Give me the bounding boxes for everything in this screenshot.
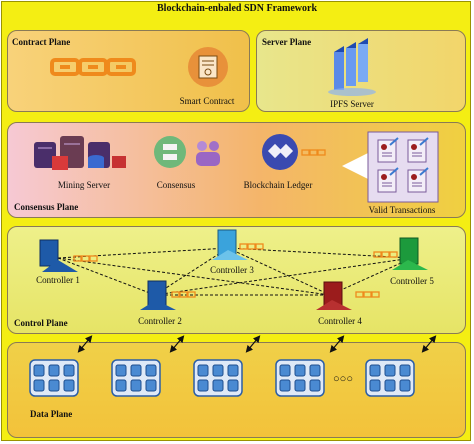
- diagram-title: Blockchain-enbaled SDN Framework: [157, 3, 317, 14]
- controller-5-label: Controller 5: [390, 276, 434, 286]
- consensus-label: Consensus: [156, 180, 196, 190]
- control-plane-panel: [7, 226, 466, 334]
- mining-server-label: Mining Server: [57, 180, 111, 190]
- valid-transactions-label: Valid Transactions: [368, 205, 436, 215]
- switch-3: [193, 359, 243, 397]
- blockchain-ledger-icon: [262, 134, 326, 170]
- smart-contract-icon: [188, 47, 228, 87]
- valid-transactions-icon: [342, 131, 439, 203]
- controller-3-label: Controller 3: [210, 265, 254, 275]
- controller-1-icon: [39, 239, 98, 272]
- mining-server-icon: [34, 136, 126, 170]
- data-plane-label: Data Plane: [30, 409, 73, 419]
- consensus-plane-label: Consensus Plane: [14, 202, 79, 212]
- controller-2-icon: [140, 280, 196, 310]
- smart-contract-label: Smart Contract: [179, 96, 235, 106]
- server-plane-label: Server Plane: [262, 37, 312, 47]
- switch-2: [111, 359, 161, 397]
- control-data-arrows: [77, 335, 437, 353]
- consensus-icon: [154, 136, 220, 168]
- control-plane-label: Control Plane: [14, 318, 68, 328]
- controller-4-icon: [316, 281, 380, 310]
- data-plane-ellipsis: ○○○: [333, 373, 353, 385]
- controller-5-icon: [373, 237, 428, 270]
- controller-3-icon: [212, 229, 264, 260]
- controller-2-label: Controller 2: [138, 316, 182, 326]
- controller-4-label: Controller 4: [318, 316, 362, 326]
- switch-1: [29, 359, 79, 397]
- switch-4: [275, 359, 325, 397]
- contract-plane-label: Contract Plane: [12, 37, 71, 47]
- chain-icon: [50, 58, 136, 76]
- ipfs-server-icon: [328, 38, 376, 96]
- ipfs-server-label: IPFS Server: [330, 99, 374, 109]
- controller-1-label: Controller 1: [36, 275, 80, 285]
- controller-links: [57, 247, 413, 296]
- switch-5: [365, 359, 415, 397]
- blockchain-ledger-label: Blockchain Ledger: [243, 180, 313, 190]
